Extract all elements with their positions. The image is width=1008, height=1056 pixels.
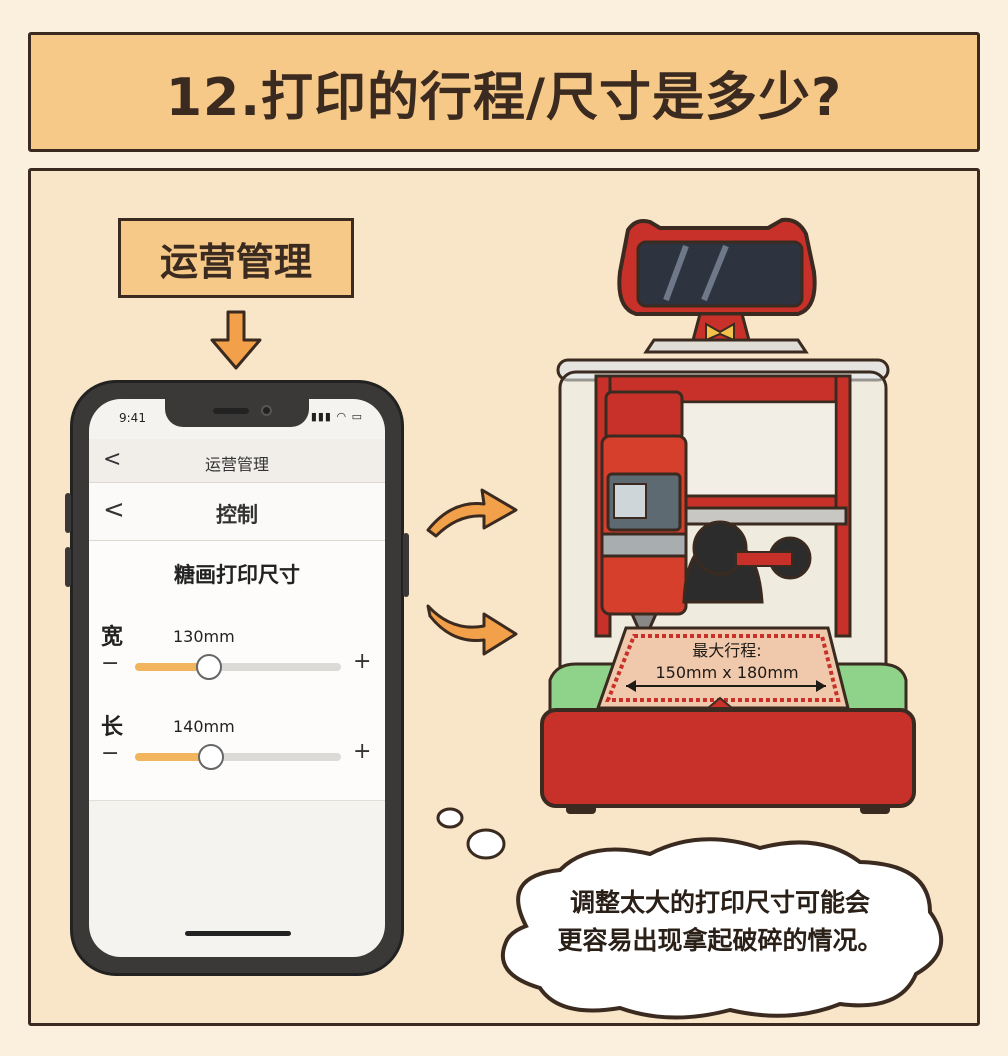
thought-bubble (436, 807, 944, 1020)
status-icons: ▮▮▮ ◠ ▭ (311, 410, 363, 423)
length-increase-button[interactable]: + (353, 739, 372, 764)
width-increase-button[interactable]: + (353, 649, 372, 674)
section-title: 糖画打印尺寸 (174, 563, 300, 587)
bubble-line-2: 更容易出现拿起破碎的情况。 (557, 926, 883, 955)
phone: 9:41 ▮▮▮ ◠ ▭ < 运营管理 < 控制 糖画打印尺寸 宽 130mm … (65, 380, 409, 976)
nav-title: 运营管理 (204, 455, 269, 474)
top-nav-bar: < 运营管理 (89, 439, 385, 483)
wifi-icon: ◠ (336, 410, 348, 423)
control-title: 控制 (216, 503, 258, 527)
length-value: 140mm (173, 717, 235, 736)
phone-side-button (65, 547, 71, 587)
width-slider-fill (135, 663, 210, 671)
width-label: 宽 (101, 625, 124, 650)
operations-label-box: 运营管理 (118, 218, 354, 298)
length-slider-fill (135, 753, 212, 761)
phone-notch (165, 399, 309, 427)
width-decrease-button[interactable]: − (101, 651, 120, 676)
control-nav-bar: < 控制 (89, 483, 385, 541)
curved-arrow-icon (426, 604, 518, 656)
length-label: 长 (101, 715, 124, 740)
max-travel-label: 最大行程: 150mm x 180mm (632, 640, 822, 684)
page-title: 12.打印的行程/尺寸是多少? (165, 67, 843, 128)
bubble-line-1: 调整太大的打印尺寸可能会 (569, 888, 870, 917)
print-size-section: 糖画打印尺寸 宽 130mm − + 长 140mm − + (89, 541, 385, 801)
length-slider-row: 长 140mm − + (89, 709, 385, 789)
sugar-painting-printer-illustration (540, 217, 916, 814)
phone-power-button (403, 533, 409, 597)
signal-icon: ▮▮▮ (310, 410, 332, 423)
width-slider-row: 宽 130mm − + (89, 619, 385, 699)
home-indicator (185, 931, 291, 936)
length-decrease-button[interactable]: − (101, 741, 120, 766)
length-slider[interactable] (135, 744, 341, 770)
nav-back-button[interactable]: < (103, 447, 122, 472)
title-banner: 12.打印的行程/尺寸是多少? (28, 32, 980, 152)
phone-side-button (65, 493, 71, 533)
width-slider[interactable] (135, 654, 341, 680)
width-value: 130mm (173, 627, 235, 646)
max-travel-title: 最大行程: (692, 641, 762, 660)
phone-screen: 9:41 ▮▮▮ ◠ ▭ < 运营管理 < 控制 糖画打印尺寸 宽 130mm … (89, 399, 385, 957)
operations-label: 运营管理 (159, 239, 312, 284)
down-arrow-icon (210, 310, 262, 370)
bubble-text: 调整太大的打印尺寸可能会 更容易出现拿起破碎的情况。 (500, 884, 940, 960)
max-travel-value: 150mm x 180mm (655, 663, 799, 682)
width-slider-thumb[interactable] (196, 654, 223, 680)
front-camera (261, 405, 272, 416)
control-back-button[interactable]: < (103, 495, 125, 525)
status-time: 9:41 (119, 411, 146, 425)
curved-arrow-icon (426, 488, 518, 538)
speaker (213, 408, 249, 414)
battery-icon: ▭ (351, 410, 363, 423)
length-slider-thumb[interactable] (198, 744, 225, 770)
